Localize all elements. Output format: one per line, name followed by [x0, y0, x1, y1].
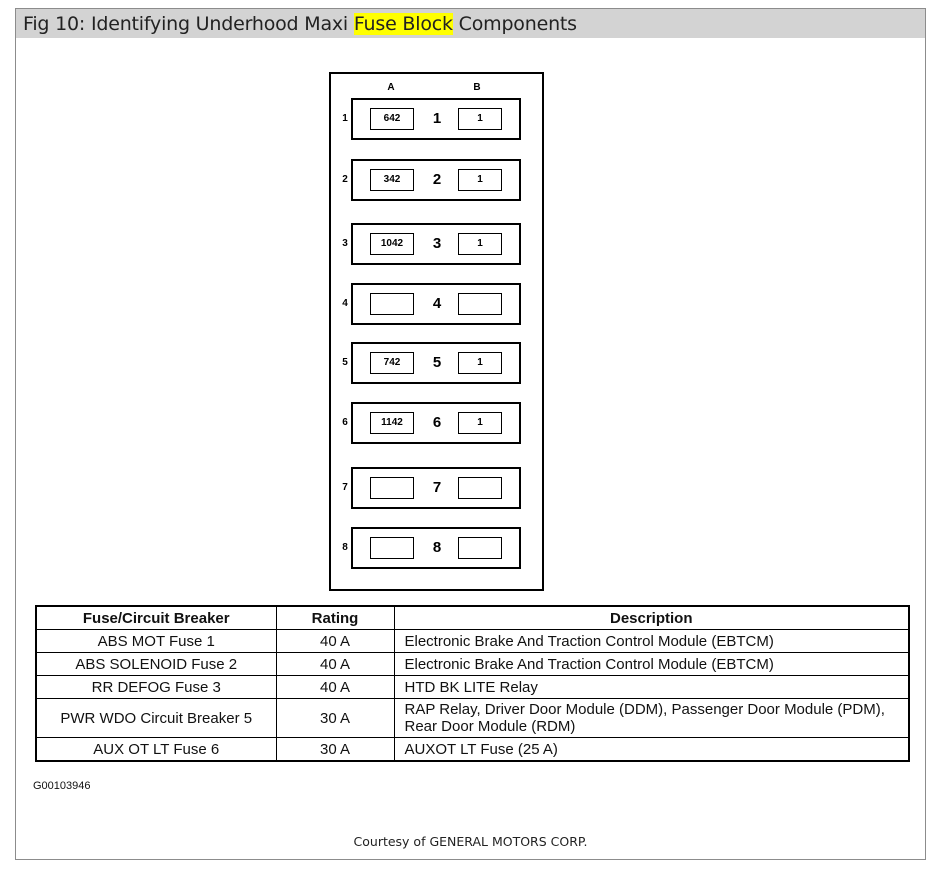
cell-rating: 30 A: [275, 698, 395, 738]
fuse-row-number: 5: [342, 357, 348, 368]
fuse-slot-number: 6: [432, 414, 442, 431]
header-description: Description: [393, 605, 910, 630]
fuse-slot: 8: [351, 527, 521, 569]
fuse-slot-number: 3: [432, 235, 442, 252]
fuse-table: Fuse/Circuit Breaker Rating Description …: [35, 605, 910, 762]
fuse-slot-number: 5: [432, 354, 442, 371]
cell-rating: 40 A: [275, 652, 395, 676]
fuse-row-number: 7: [342, 482, 348, 493]
cell-rating: 40 A: [275, 675, 395, 699]
fuse-slot-number: 2: [432, 171, 442, 188]
cell-fuse: RR DEFOG Fuse 3: [35, 675, 277, 699]
fuse-row-number: 2: [342, 174, 348, 185]
figure-title: Fig 10: Identifying Underhood Maxi Fuse …: [23, 13, 577, 35]
fuse-slot-number: 7: [432, 479, 442, 496]
fuse-slot: 7: [351, 467, 521, 509]
fuse-cell-a: 1142: [370, 412, 414, 434]
fuse-slot: 4: [351, 283, 521, 325]
header-rating: Rating: [275, 605, 395, 630]
figure-panel: Fig 10: Identifying Underhood Maxi Fuse …: [15, 8, 926, 860]
cell-fuse: ABS SOLENOID Fuse 2: [35, 652, 277, 676]
fuse-cell-b: 1: [458, 352, 502, 374]
cell-description: HTD BK LITE Relay: [393, 675, 910, 699]
fuse-cell-a: 342: [370, 169, 414, 191]
table-row: PWR WDO Circuit Breaker 5 30 A RAP Relay…: [35, 698, 910, 738]
fuse-cell-b: 1: [458, 169, 502, 191]
fuse-cell-a: 642: [370, 108, 414, 130]
fuse-cell-b: [458, 477, 502, 499]
fuse-cell-b: 1: [458, 108, 502, 130]
fuse-cell-b: 1: [458, 233, 502, 255]
fuse-slot-number: 1: [432, 110, 442, 127]
table-row: ABS MOT Fuse 1 40 A Electronic Brake And…: [35, 629, 910, 653]
table-row: RR DEFOG Fuse 3 40 A HTD BK LITE Relay: [35, 675, 910, 699]
cell-description: Electronic Brake And Traction Control Mo…: [393, 652, 910, 676]
table-row: ABS SOLENOID Fuse 2 40 A Electronic Brak…: [35, 652, 910, 676]
fuse-cell-a: 1042: [370, 233, 414, 255]
cell-description: Electronic Brake And Traction Control Mo…: [393, 629, 910, 653]
header-fuse: Fuse/Circuit Breaker: [35, 605, 277, 630]
fuse-row-number: 3: [342, 238, 348, 249]
fuse-row-number: 8: [342, 542, 348, 553]
cell-rating: 40 A: [275, 629, 395, 653]
fuse-slot-number: 4: [432, 295, 442, 312]
cell-fuse: PWR WDO Circuit Breaker 5: [35, 698, 277, 738]
cell-fuse: ABS MOT Fuse 1: [35, 629, 277, 653]
column-label-b: B: [473, 82, 481, 93]
fuse-row-number: 1: [342, 113, 348, 124]
fuse-cell-b: 1: [458, 412, 502, 434]
column-label-a: A: [387, 82, 395, 93]
fuse-cell-b: [458, 293, 502, 315]
search-highlight: Fuse Block: [353, 13, 453, 35]
fuse-cell-a: 742: [370, 352, 414, 374]
table-row: AUX OT LT Fuse 6 30 A AUXOT LT Fuse (25 …: [35, 737, 910, 762]
figure-title-end: Components: [452, 13, 577, 35]
figure-title-start: Fig 10: Identifying Underhood Maxi: [23, 13, 354, 35]
table-header-row: Fuse/Circuit Breaker Rating Description: [35, 605, 910, 630]
fuse-cell-a: [370, 537, 414, 559]
figure-title-bar: Fig 10: Identifying Underhood Maxi Fuse …: [16, 9, 925, 38]
fuse-cell-a: [370, 293, 414, 315]
fuse-row-number: 6: [342, 417, 348, 428]
cell-fuse: AUX OT LT Fuse 6: [35, 737, 277, 762]
fuse-cell-b: [458, 537, 502, 559]
figure-code: G00103946: [33, 780, 91, 792]
fuse-slot-number: 8: [432, 539, 442, 556]
fuse-cell-a: [370, 477, 414, 499]
cell-description: AUXOT LT Fuse (25 A): [393, 737, 910, 762]
cell-rating: 30 A: [275, 737, 395, 762]
fuse-row-number: 4: [342, 298, 348, 309]
cell-description: RAP Relay, Driver Door Module (DDM), Pas…: [393, 698, 910, 738]
courtesy-credit: Courtesy of GENERAL MOTORS CORP.: [353, 834, 588, 849]
